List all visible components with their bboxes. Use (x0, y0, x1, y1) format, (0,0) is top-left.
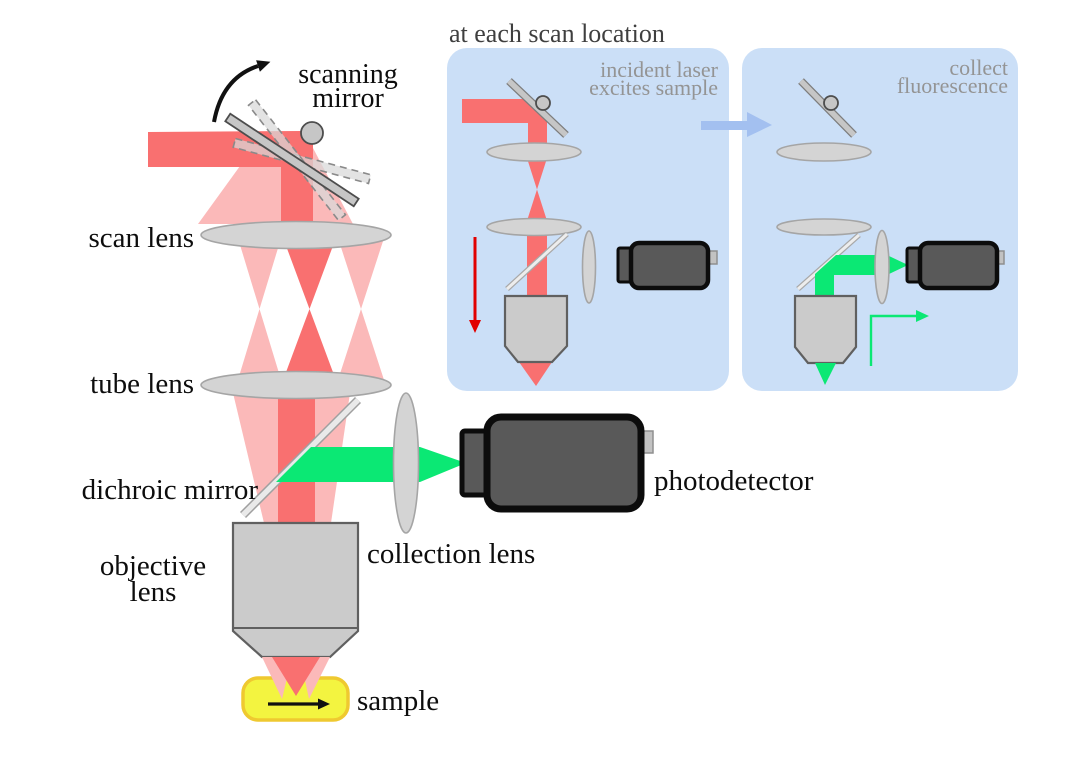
tube-lens (200, 370, 392, 400)
step-arrow-icon (701, 112, 772, 137)
objective-lens-label-line2: lens (129, 576, 177, 608)
mini-photodetector (616, 240, 718, 291)
scanning-mirror-label-line2: mirror (312, 83, 384, 114)
mini-tube-lens (776, 218, 872, 236)
mini-photodetector (905, 240, 1005, 291)
rotation-arrowhead (256, 60, 271, 72)
collection-lens (392, 392, 420, 534)
objective-lens-label: objective lens (92, 550, 214, 608)
photodetector-label: photodetector (654, 465, 814, 497)
rotation-arrow-icon (212, 64, 259, 123)
focused-beam (262, 657, 330, 699)
mini-objective (503, 294, 569, 364)
dichroic-mirror-label: dichroic mirror (81, 474, 258, 506)
panel2-caption-line2: fluorescence (896, 73, 1008, 98)
mini-objective (793, 294, 858, 365)
mini-collection-lens (874, 229, 890, 305)
scanning-mirror-label-line1: scanning (298, 59, 398, 90)
panel1-caption: incident laser excites sample (589, 57, 718, 100)
inset-heading: at each scan location (449, 19, 665, 48)
panel2-caption: collect fluorescence (896, 55, 1008, 98)
mini-scan-lens (486, 142, 582, 162)
photodetector (459, 413, 654, 513)
objective-lens-label-line1: objective (99, 550, 207, 582)
panel2-mini-setup (776, 78, 1005, 385)
panel1-caption-line1: incident laser (600, 57, 718, 82)
inset-panel-collection (742, 48, 1018, 391)
tube-lens-label: tube lens (90, 368, 194, 400)
objective-lens (231, 521, 360, 659)
panel2-caption-line1: collect (949, 55, 1008, 80)
mini-collection-lens (581, 230, 597, 304)
mirror-bar (224, 112, 360, 208)
mini-tube-lens (486, 217, 582, 237)
scan-lens-label: scan lens (88, 222, 195, 254)
mini-scan-lens (776, 142, 872, 162)
panel1-mini-setup (462, 78, 718, 386)
mirror-pivot (300, 121, 324, 145)
scanning-mirror-label: scanning mirror (284, 59, 412, 114)
panel1-caption-line2: excites sample (589, 75, 718, 100)
collection-lens-label: collection lens (367, 538, 536, 570)
fluorescence-direction-arrow-icon (869, 314, 918, 366)
sample-label: sample (357, 685, 440, 717)
scanning-mirror (212, 60, 372, 222)
scan-lens (200, 220, 392, 250)
scan-direction-arrow-icon (268, 698, 330, 710)
